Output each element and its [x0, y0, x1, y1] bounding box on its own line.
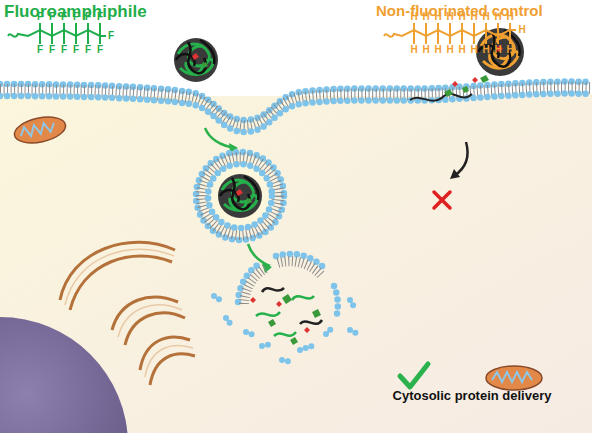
atom-label: F	[85, 45, 91, 55]
atom-label: F	[73, 12, 79, 22]
atom-label: F	[49, 45, 55, 55]
atom-label: H	[470, 12, 477, 22]
atom-label: H	[494, 45, 501, 55]
atom-label: H	[458, 45, 465, 55]
caption-label: Cytosolic protein delivery	[393, 389, 552, 402]
atom-label: H	[422, 12, 429, 22]
atom-label: F	[49, 12, 55, 22]
atom-label: F	[97, 45, 103, 55]
atom-label: H	[458, 12, 465, 22]
atom-label: F	[85, 12, 91, 22]
atom-label: H	[434, 12, 441, 22]
atom-label: F	[37, 45, 43, 55]
atom-label: H	[506, 12, 513, 22]
atom-label: F	[97, 12, 103, 22]
atom-label: H	[410, 12, 417, 22]
atom-label: F	[61, 12, 67, 22]
atom-label: H	[422, 45, 429, 55]
atom-label: H	[494, 12, 501, 22]
atom-label: F	[37, 12, 43, 22]
atom-label: H	[482, 45, 489, 55]
atom-label: H	[482, 12, 489, 22]
atom-label: F	[61, 45, 67, 55]
atom-label: F	[73, 45, 79, 55]
atom-label: H	[518, 25, 525, 35]
atom-label: H	[434, 45, 441, 55]
atom-label: H	[506, 45, 513, 55]
atom-label: H	[446, 12, 453, 22]
atom-label: H	[446, 45, 453, 55]
atom-label: F	[108, 31, 114, 41]
atom-label: H	[470, 45, 477, 55]
atom-label: H	[410, 45, 417, 55]
